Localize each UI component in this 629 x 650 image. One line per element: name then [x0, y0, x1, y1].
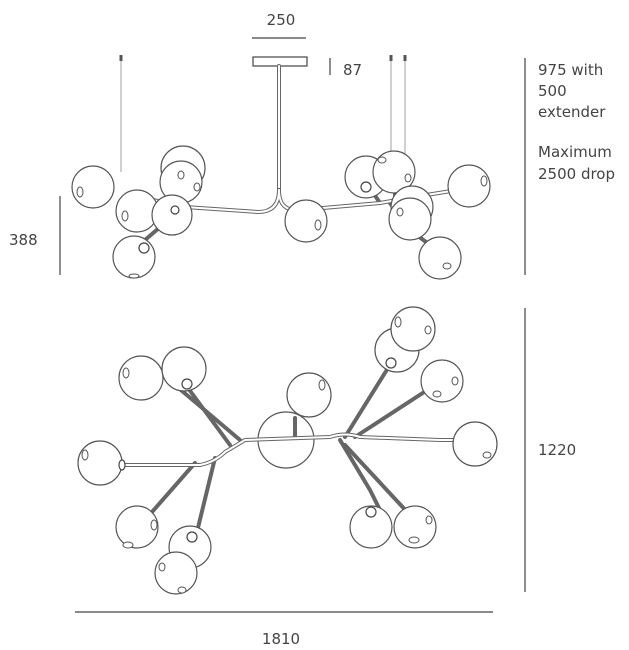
dim-label-1220: 1220: [538, 441, 576, 459]
dim-label-388: 388: [9, 231, 38, 249]
side-elevation-view: [71, 55, 491, 280]
glass-globe: [420, 359, 464, 403]
glass-globe: [115, 189, 159, 233]
glass-globe: [151, 194, 193, 236]
dim-label-250: 250: [267, 11, 296, 29]
glass-globe: [418, 236, 462, 280]
wire-gripper: [389, 55, 393, 61]
wire-gripper: [403, 55, 407, 61]
glass-globe: [452, 421, 498, 467]
branch-rod: [143, 461, 197, 522]
glass-globe: [388, 197, 432, 241]
branch-rod: [343, 443, 412, 517]
branch-rod: [343, 358, 395, 439]
dimension-side-height: 388: [9, 196, 61, 275]
branch-rod: [338, 438, 382, 512]
branch-rod: [186, 386, 232, 447]
dimension-plan-width: 1810: [75, 611, 493, 648]
glass-globe: [284, 199, 328, 243]
glass-globe: [118, 355, 164, 401]
glass-globe: [393, 505, 437, 549]
glass-globe: [115, 505, 159, 549]
glass-globe: [390, 306, 436, 352]
glass-globe: [161, 346, 207, 392]
dim-label-1810: 1810: [262, 630, 300, 648]
glass-globe: [349, 505, 393, 549]
dimension-total-height: 975 with 500 extender Maximum 2500 drop: [524, 58, 615, 275]
dim-label-drop-line2: 2500 drop: [538, 165, 615, 183]
branch-rod: [193, 456, 217, 542]
dim-label-87: 87: [343, 61, 362, 79]
dimension-canopy-width: 250: [252, 11, 306, 39]
spine-rod-inner: [119, 433, 471, 466]
glass-globe: [154, 551, 198, 595]
dimension-canopy-height: 87: [329, 58, 362, 79]
plan-view: [77, 306, 498, 595]
dim-label-975-line3: extender: [538, 103, 606, 121]
wire-gripper: [119, 55, 123, 61]
glass-globe: [112, 235, 156, 279]
branch-rod: [353, 383, 437, 439]
glass-globe: [71, 165, 115, 209]
glass-globe: [372, 150, 416, 194]
glass-globe: [447, 164, 491, 208]
dim-label-975-line2: 500: [538, 82, 567, 100]
glass-globe: [286, 372, 332, 418]
dim-label-drop-line1: Maximum: [538, 143, 612, 161]
glass-globe: [77, 440, 126, 486]
dimension-plan-depth: 1220: [524, 308, 576, 592]
dim-label-975-line1: 975 with: [538, 61, 603, 79]
